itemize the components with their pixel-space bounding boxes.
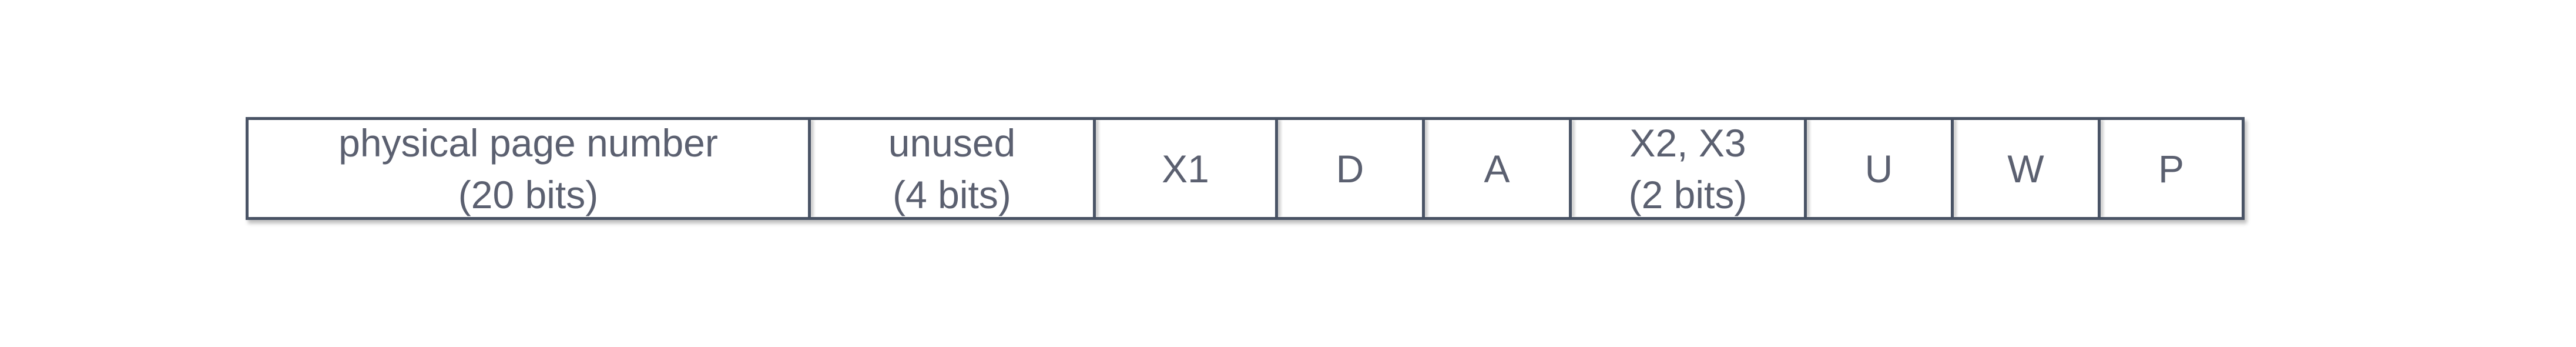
field-label: A bbox=[1484, 146, 1510, 191]
field-d: D bbox=[1278, 120, 1425, 217]
field-label: unused bbox=[888, 121, 1016, 165]
field-label: D bbox=[1336, 146, 1364, 191]
field-x1: X1 bbox=[1096, 120, 1278, 217]
field-u: U bbox=[1807, 120, 1954, 217]
field-label: X1 bbox=[1162, 146, 1209, 191]
field-label: W bbox=[2007, 146, 2044, 191]
field-w: W bbox=[1954, 120, 2101, 217]
field-label: U bbox=[1864, 146, 1893, 191]
field-label: X2, X3 bbox=[1629, 121, 1746, 165]
field-label: P bbox=[2158, 146, 2185, 191]
field-a: A bbox=[1425, 120, 1572, 217]
field-size: (4 bits) bbox=[893, 172, 1011, 216]
field-size: (20 bits) bbox=[458, 172, 599, 216]
field-p: P bbox=[2101, 120, 2242, 217]
page-table-entry-diagram: physical page number (20 bits) unused (4… bbox=[246, 117, 2245, 220]
field-label: physical page number bbox=[338, 121, 718, 165]
field-x2-x3: X2, X3 (2 bits) bbox=[1572, 120, 1807, 217]
field-unused: unused (4 bits) bbox=[811, 120, 1096, 217]
field-physical-page-number: physical page number (20 bits) bbox=[249, 120, 811, 217]
field-size: (2 bits) bbox=[1628, 172, 1747, 216]
